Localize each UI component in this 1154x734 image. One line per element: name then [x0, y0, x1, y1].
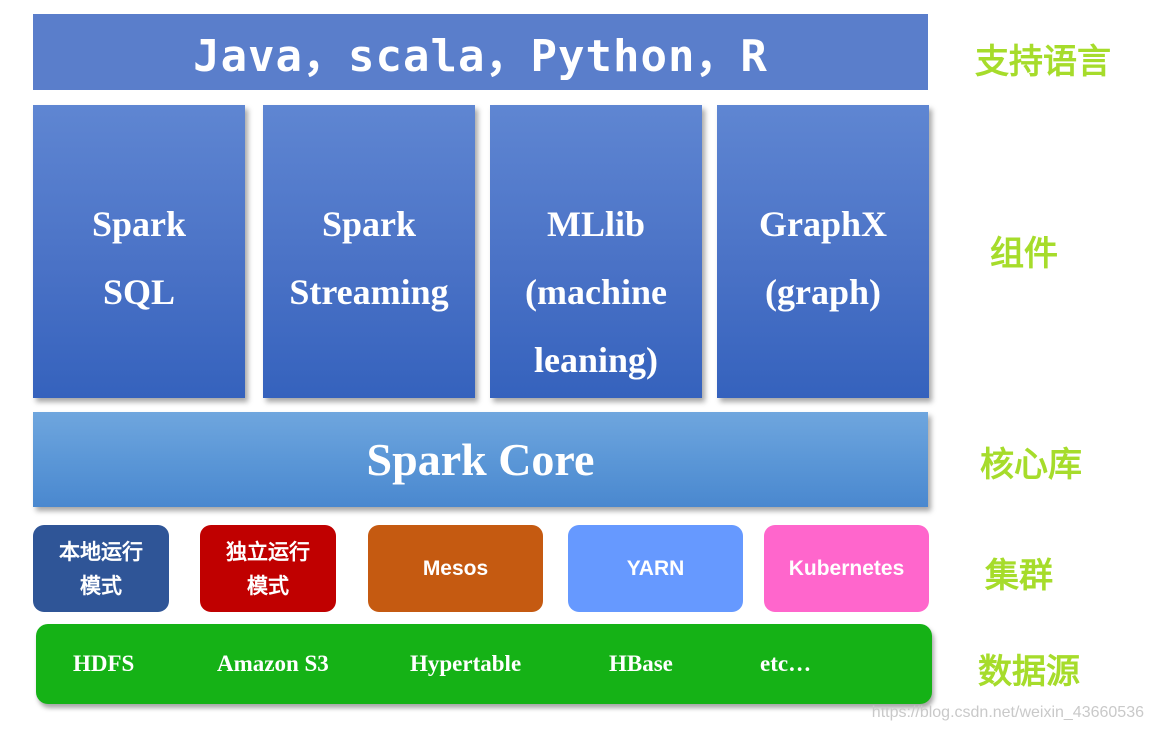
spark-core-bar: Spark Core — [33, 412, 928, 507]
cluster-line: YARN — [626, 556, 685, 580]
cluster-standalone-mode: 独立运行 模式 — [200, 525, 336, 612]
component-spark-streaming: Spark Streaming — [263, 105, 475, 398]
languages-label: Java，scala，Python，R — [193, 31, 768, 82]
side-label-core: 核心库 — [980, 445, 1082, 485]
data-sources-bar: HDFS Amazon S3 Hypertable HBase etc… — [36, 624, 932, 704]
component-line: leaning) — [533, 340, 658, 380]
cluster-kubernetes: Kubernetes — [764, 525, 929, 612]
cluster-line: 模式 — [247, 573, 289, 598]
cluster-local-mode: 本地运行 模式 — [33, 525, 169, 612]
cluster-line: 模式 — [80, 573, 122, 598]
component-mllib: MLlib (machine leaning) — [490, 105, 702, 398]
component-line: GraphX — [758, 204, 888, 244]
side-label-languages: 支持语言 — [975, 42, 1111, 82]
component-line: (machine — [525, 272, 667, 312]
spark-core-label: Spark Core — [366, 434, 595, 485]
component-graphx: GraphX (graph) — [717, 105, 929, 398]
data-source-hdfs: HDFS — [73, 651, 135, 676]
data-source-hbase: HBase — [609, 651, 673, 676]
component-line: (graph) — [765, 272, 881, 312]
watermark: https://blog.csdn.net/weixin_43660536 — [871, 704, 1144, 721]
side-label-data-sources: 数据源 — [978, 652, 1080, 692]
component-line: MLlib — [546, 204, 645, 244]
cluster-mesos: Mesos — [368, 525, 543, 612]
cluster-line: 本地运行 — [59, 539, 143, 564]
component-line: SQL — [102, 272, 176, 312]
cluster-line: Mesos — [422, 556, 489, 580]
data-source-amazon-s3: Amazon S3 — [217, 651, 329, 676]
component-line: Spark — [91, 204, 187, 244]
side-label-components: 组件 — [990, 234, 1058, 274]
side-label-cluster: 集群 — [985, 556, 1053, 596]
component-spark-sql: Spark SQL — [33, 105, 245, 398]
languages-bar: Java，scala，Python，R — [33, 14, 928, 90]
data-source-hypertable: Hypertable — [410, 651, 522, 676]
cluster-yarn: YARN — [568, 525, 743, 612]
component-line: Streaming — [289, 272, 449, 312]
cluster-line: 独立运行 — [226, 539, 310, 564]
cluster-line: Kubernetes — [788, 556, 905, 580]
component-line: Spark — [321, 204, 417, 244]
data-source-etc: etc… — [760, 651, 812, 676]
